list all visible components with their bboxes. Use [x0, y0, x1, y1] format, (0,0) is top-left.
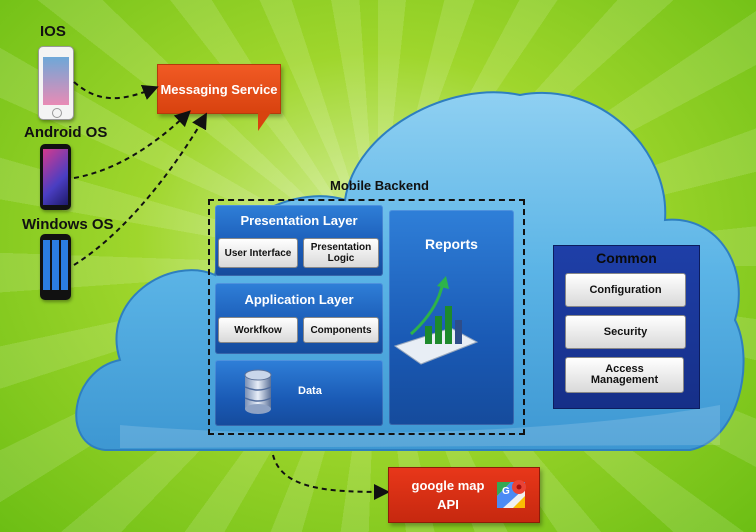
workflow-box: Workfkow [218, 317, 298, 343]
data-panel: Data [215, 360, 383, 426]
svg-text:G: G [502, 486, 510, 497]
google-maps-icon: G [497, 480, 526, 508]
presentation-logic-box: Presentation Logic [303, 238, 379, 268]
windows-phone-icon [40, 234, 71, 300]
application-layer-title: Application Layer [244, 292, 354, 307]
security-box: Security [565, 315, 686, 349]
reports-panel: Reports [389, 210, 514, 425]
ios-label: IOS [40, 23, 66, 40]
data-label: Data [298, 385, 322, 397]
google-map-api-label: google map API [411, 478, 485, 512]
configuration-box: Configuration [565, 273, 686, 307]
components-box: Components [303, 317, 379, 343]
access-management-box: Access Management [565, 357, 684, 393]
windows-to-messaging-arrow [73, 112, 207, 266]
android-label: Android OS [24, 124, 108, 141]
google-map-api-box: google map API G [388, 467, 540, 523]
presentation-layer-panel: Presentation Layer User Interface Presen… [215, 205, 383, 276]
user-interface-box: User Interface [218, 238, 298, 268]
backend-to-googlemap-arrow [272, 454, 390, 500]
reports-chart-icon [393, 276, 479, 365]
android-phone-icon [40, 144, 71, 210]
application-layer-panel: Application Layer Workfkow Components [215, 283, 383, 354]
mobile-backend-title: Mobile Backend [330, 178, 429, 193]
windows-label: Windows OS [22, 216, 114, 233]
mobile-backend-box [208, 199, 525, 435]
ios-to-messaging-arrow [73, 81, 159, 100]
android-to-messaging-arrow [73, 110, 191, 179]
common-panel: Common Configuration Security Access Man… [553, 245, 700, 409]
reports-label: Reports [425, 236, 478, 252]
ios-phone-icon [38, 46, 74, 120]
messaging-bubble-tail [258, 111, 272, 131]
presentation-layer-title: Presentation Layer [240, 213, 358, 228]
common-title: Common [596, 250, 657, 266]
database-icon [244, 369, 272, 414]
